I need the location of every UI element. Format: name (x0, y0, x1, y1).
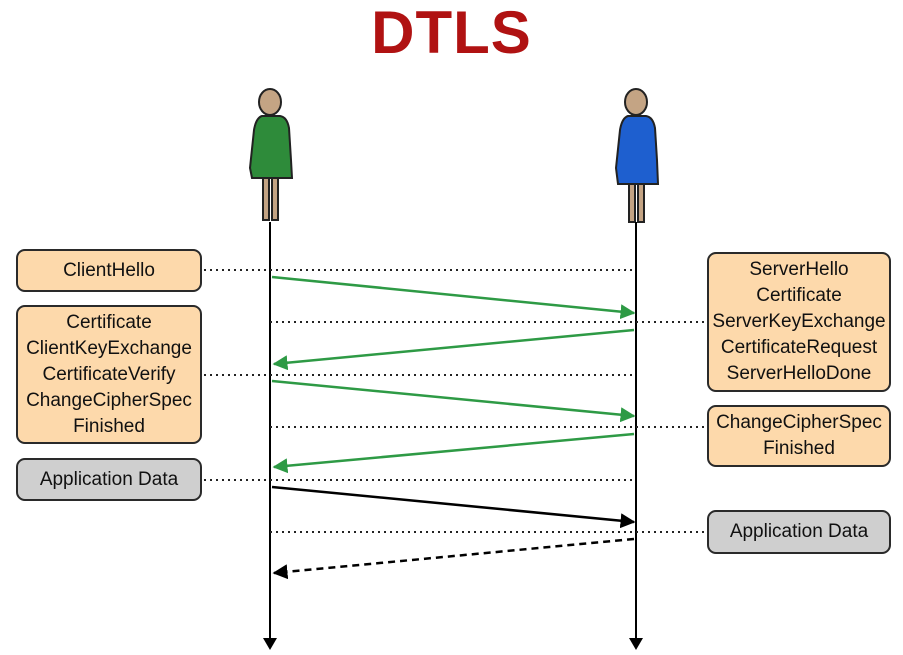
message-line: CertificateRequest (720, 337, 878, 358)
message-line: ClientKeyExchange (26, 337, 192, 359)
message-line: ChangeCipherSpec (716, 412, 882, 433)
arrow-server-finished (272, 432, 635, 474)
message-line: ServerKeyExchange (712, 311, 886, 332)
server-person-icon (614, 88, 660, 223)
message-line: Certificate (66, 311, 152, 333)
message-line: ChangeCipherSpec (26, 389, 192, 411)
client-lifeline-arrowhead-icon (263, 638, 277, 650)
server-hello-box: ServerHello Certificate ServerKeyExchang… (707, 252, 891, 392)
arrow-server-hello-flight (272, 328, 635, 371)
arrow-clienthello (271, 275, 636, 320)
message-line: Finished (73, 415, 145, 437)
client-key-exchange-box: Certificate ClientKeyExchange Certificat… (16, 305, 202, 444)
server-application-data-box: Application Data (707, 510, 891, 554)
message-line: ServerHello (749, 259, 849, 280)
arrow-server-app-data (272, 537, 635, 580)
server-lifeline-arrowhead-icon (629, 638, 643, 650)
message-line: ServerHelloDone (726, 363, 872, 384)
client-application-data-box: Application Data (16, 458, 202, 501)
message-line: Finished (763, 438, 835, 459)
server-body (614, 115, 660, 185)
client-person-icon (248, 88, 294, 221)
server-guides (270, 321, 707, 533)
message-line: Application Data (39, 468, 179, 490)
page-title: DTLS (371, 0, 532, 66)
arrow-client-key-flight (271, 379, 636, 423)
client-guides (204, 269, 636, 481)
message-line: CertificateVerify (42, 363, 176, 385)
message-line: Certificate (756, 285, 842, 306)
arrow-client-app-data (271, 485, 636, 529)
message-line: ClientHello (63, 259, 155, 281)
client-body (248, 115, 294, 179)
message-line: Application Data (729, 521, 869, 542)
client-clienthello-box: ClientHello (16, 249, 202, 292)
server-finished-box: ChangeCipherSpec Finished (707, 405, 891, 467)
